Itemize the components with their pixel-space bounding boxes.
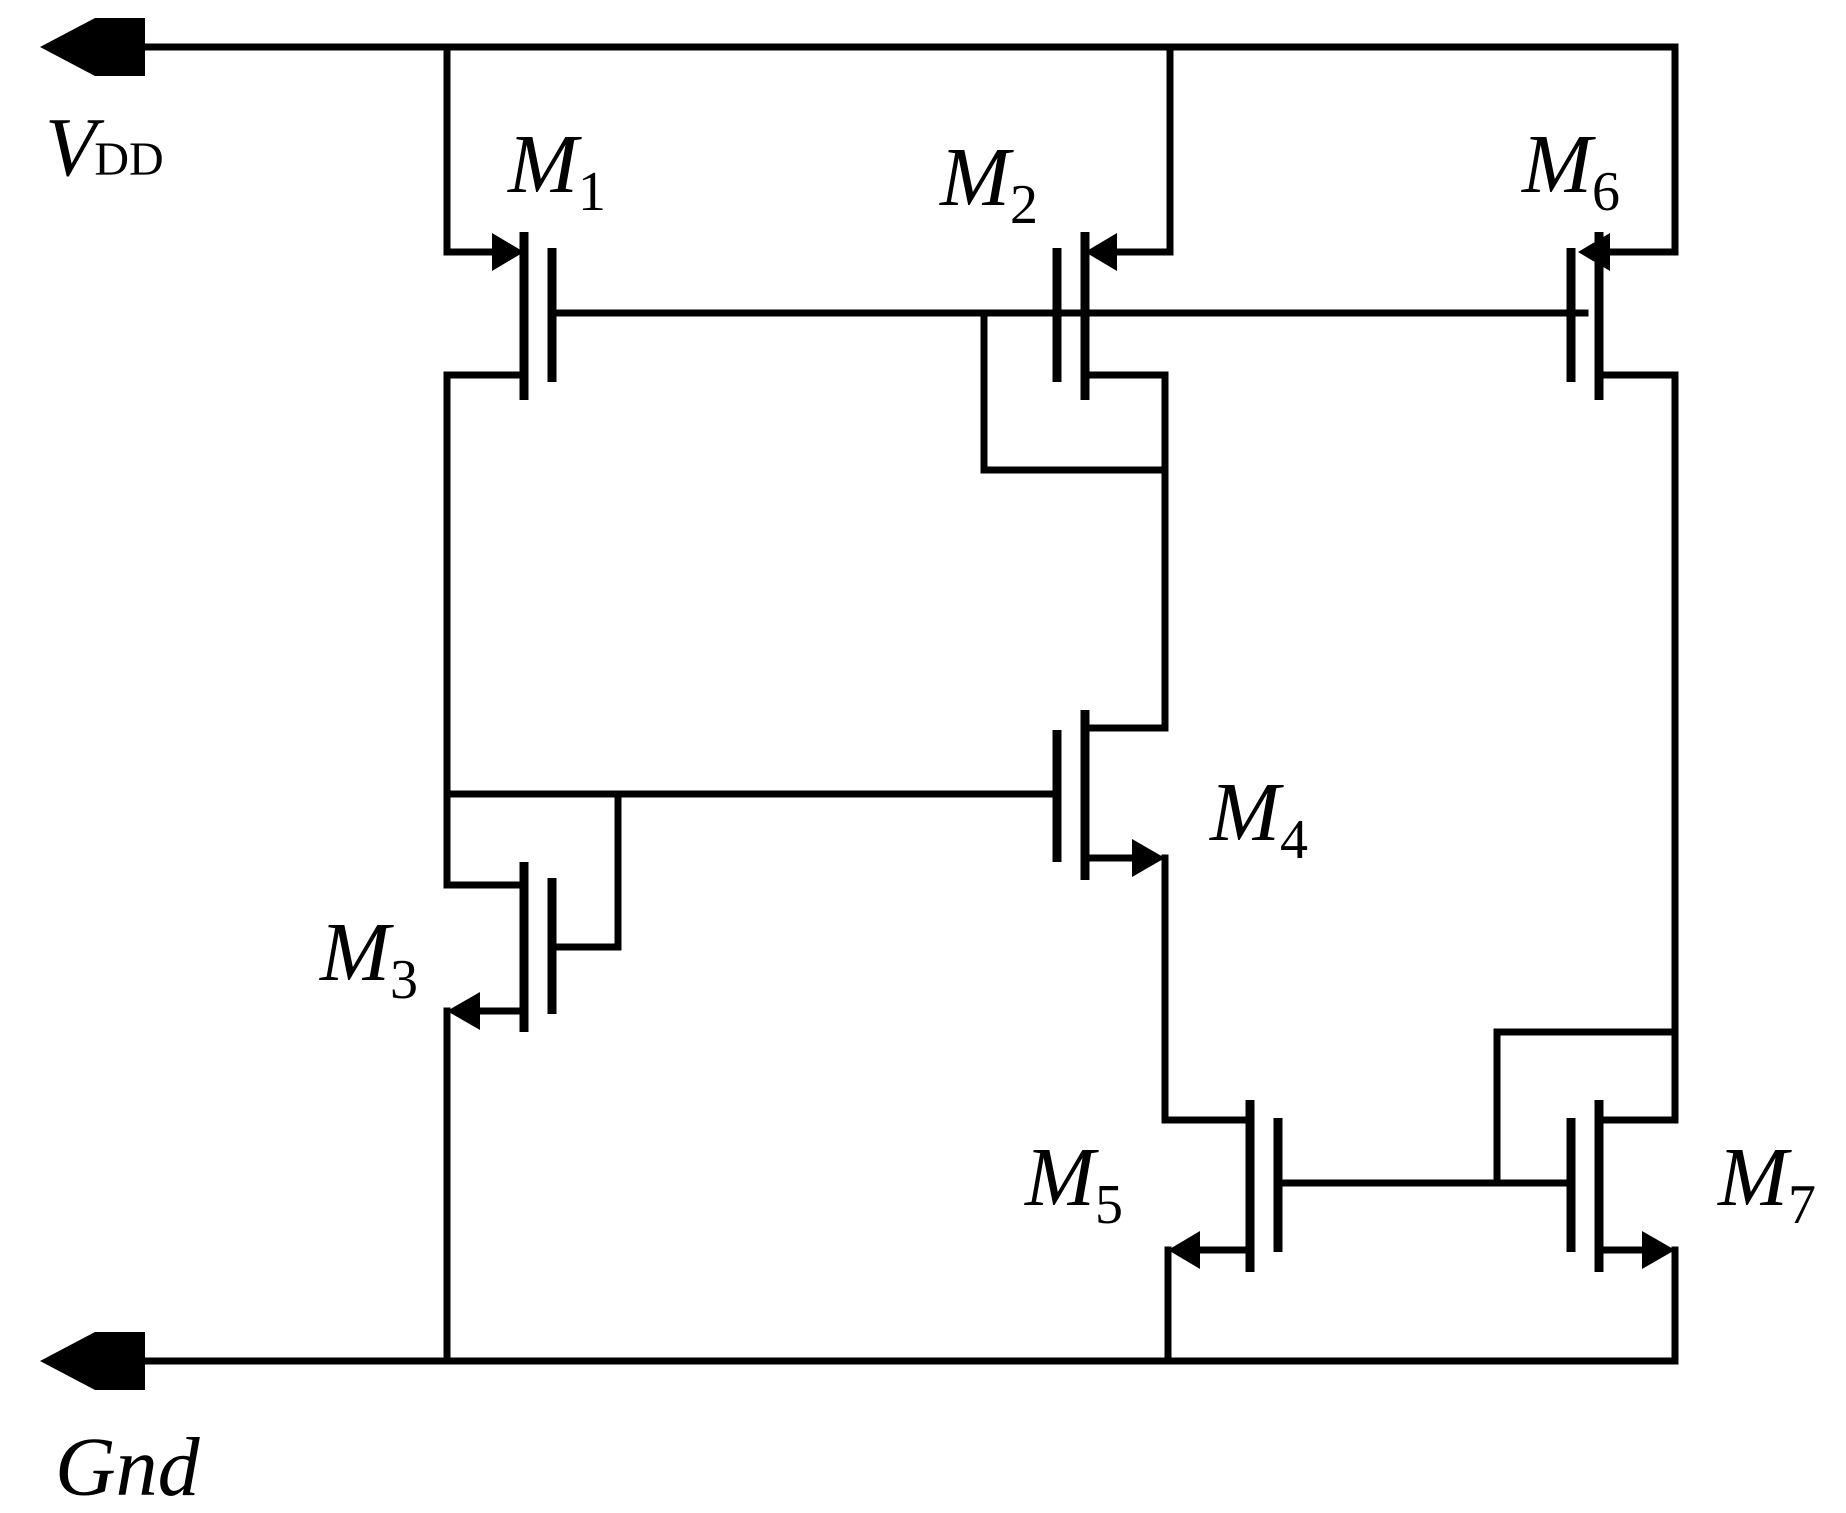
m1-source-wire	[443, 43, 496, 256]
transistor-m3	[443, 790, 622, 1365]
transistor-m7	[1566, 1100, 1679, 1365]
vdd-label: VDD	[45, 101, 164, 194]
transistor-m6	[1566, 232, 1679, 1124]
m2-source-arrow	[1085, 233, 1117, 271]
gnd-terminal-arrow	[40, 1332, 145, 1390]
m5-source-arrow	[1168, 1231, 1200, 1269]
vdd-terminal-arrow	[40, 18, 145, 76]
m4-source-arrow	[1132, 839, 1165, 877]
vdd-rail-wire	[141, 43, 1679, 256]
m2-source-wire	[1113, 43, 1174, 256]
m7-source-arrow	[1642, 1231, 1675, 1269]
m6-drain-wire	[1595, 371, 1679, 1124]
transistor-m4	[443, 710, 1254, 1124]
m2-drain-wire	[1081, 371, 1169, 732]
m1-source-arrow	[492, 233, 524, 271]
m6-source-arrow	[1578, 233, 1610, 271]
m1-drain-wire	[443, 371, 528, 798]
transistor-m5	[1164, 1100, 1283, 1365]
vdd-rail	[40, 18, 1679, 256]
m1-label: M1	[507, 118, 606, 223]
m3-label: M3	[319, 906, 418, 1011]
m6-label: M6	[1521, 118, 1620, 223]
m5-label: M5	[1024, 1131, 1123, 1236]
gnd-rail	[40, 1332, 1679, 1390]
m3-diode-connection	[443, 790, 622, 951]
m3-source-arrow	[447, 992, 480, 1030]
m4-source-wire	[1161, 854, 1254, 1124]
transistor-m2	[980, 43, 1174, 732]
gnd-label: Gnd	[55, 1421, 201, 1513]
m4-label: M4	[1209, 766, 1308, 871]
m2-label: M2	[939, 131, 1038, 236]
m2-diode-connection	[980, 309, 1169, 474]
m7-label: M7	[1717, 1131, 1816, 1236]
m7-diode-connection	[1493, 1028, 1679, 1187]
